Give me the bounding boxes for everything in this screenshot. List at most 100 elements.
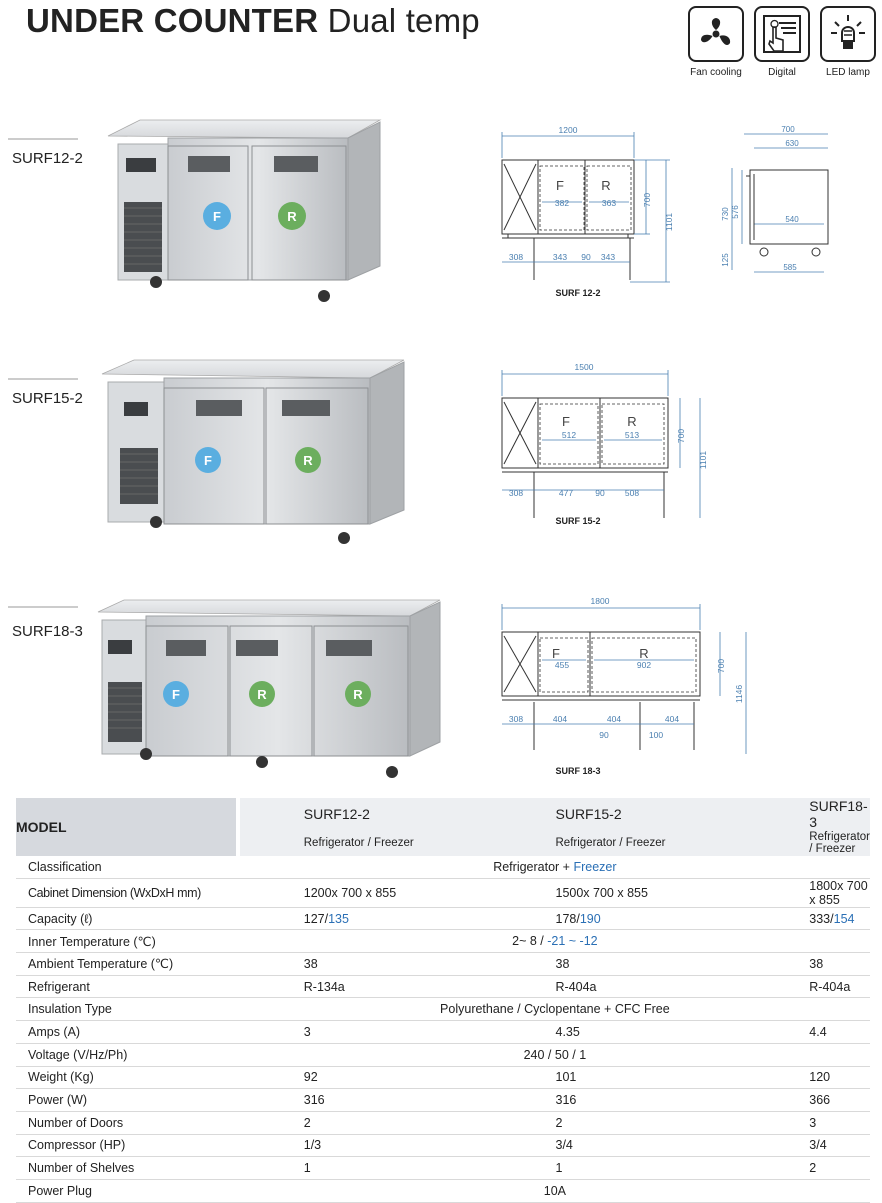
model-header: MODEL [16, 798, 237, 856]
value-part: 178/ [555, 911, 580, 926]
row-label: Amps (A) [16, 1020, 237, 1044]
spacer [236, 907, 240, 931]
cell: R-404a [739, 975, 870, 999]
cell: 2 [239, 1111, 488, 1135]
zone-f: F [552, 646, 560, 661]
model-label-surf12-2: SURF12-2 [12, 150, 83, 167]
spacer [236, 798, 240, 856]
table-header-row: Refrigerator / Freezer Refrigerator / Fr… [16, 830, 870, 856]
feature-led-lamp: LED lamp [820, 6, 876, 78]
technical-drawing-surf18-3: 1800 455 902 308 404 404 404 90 100 700 … [501, 596, 747, 776]
cell: 92 [239, 1066, 488, 1090]
door-badge-f: F [213, 209, 221, 224]
dim-r-inner: 513 [625, 430, 639, 440]
row-label: Inner Temperature (℃) [16, 929, 237, 954]
dim-left: 308 [509, 252, 523, 262]
voltage-value: 240 / 50 / 1 [239, 1043, 870, 1067]
dim-left: 308 [509, 714, 523, 724]
door-badge-f: F [204, 453, 212, 468]
cell: 3/4 [739, 1134, 870, 1158]
dim-width: 1200 [559, 125, 578, 135]
cell: 1/3 [239, 1134, 488, 1158]
door-badge-r: R [303, 453, 313, 468]
table-row: Voltage (V/Hz/Ph) 240 / 50 / 1 [16, 1043, 870, 1067]
row-label: Capacity (ℓ) [16, 907, 237, 931]
cell: 1200x 700 x 855 [239, 878, 488, 908]
cell: 4.35 [487, 1020, 740, 1044]
dim-gap: 90 [581, 252, 591, 262]
spacer [236, 975, 240, 999]
dim-depth: 700 [781, 125, 795, 134]
led-lamp-icon [820, 6, 876, 62]
cell: 1800x 700 x 855 [739, 878, 870, 908]
table-row: Cabinet Dimension (WxDxH mm) 1200x 700 x… [16, 878, 870, 908]
value-part: 333/ [809, 911, 834, 926]
table-row: Amps (A) 3 4.35 4.4 [16, 1020, 870, 1044]
column-model-2: SURF15-2 [487, 798, 740, 830]
value-part-blue: -21 ~ -12 [547, 934, 598, 949]
column-type-1: Refrigerator / Freezer [239, 830, 488, 856]
row-label: Power Plug [16, 1179, 237, 1203]
drawing-caption: SURF 12-2 [555, 288, 600, 298]
divider [8, 378, 78, 380]
dim-r-inner: 363 [602, 198, 616, 208]
dim-gap: 90 [595, 488, 605, 498]
spacer [236, 1066, 240, 1090]
cell: 366 [739, 1088, 870, 1112]
title-bold: UNDER COUNTER [26, 2, 319, 39]
feature-fan-cooling: Fan cooling [688, 6, 744, 78]
table-row: Number of Shelves 1 1 2 [16, 1156, 870, 1180]
feature-label: Digital [768, 67, 796, 78]
dim-s2: 404 [607, 714, 621, 724]
dim-gap1: 90 [599, 730, 609, 740]
spacer [236, 878, 240, 908]
dim-s2: 508 [625, 488, 639, 498]
row-label: Number of Doors [16, 1111, 237, 1135]
dim-s3: 404 [665, 714, 679, 724]
inner-temp-value: 2~ 8 / -21 ~ -12 [239, 929, 870, 954]
zone-r: R [627, 414, 636, 429]
feature-label: LED lamp [826, 67, 870, 78]
spacer [236, 1111, 240, 1135]
cell: 3/4 [487, 1134, 740, 1158]
dim-width: 1500 [575, 362, 594, 372]
door-badge-r: R [353, 687, 363, 702]
value-part: 127/ [303, 911, 329, 926]
row-label: Cabinet Dimension (WxDxH mm) [16, 878, 237, 908]
value-part-blue: 154 [833, 911, 855, 926]
spacer [236, 1156, 240, 1180]
table-row: Power Plug 10A [16, 1179, 870, 1203]
spacer [236, 1043, 240, 1067]
dim-total-height: 1146 [734, 685, 744, 704]
divider [8, 138, 78, 140]
dim-f-inner: 455 [555, 660, 569, 670]
zone-f: F [556, 178, 564, 193]
dim-r-inner: 902 [637, 660, 651, 670]
cell: 333/154 [739, 907, 870, 931]
row-label: Voltage (V/Hz/Ph) [16, 1043, 237, 1067]
cell: 38 [239, 952, 488, 976]
dim-s1: 477 [559, 488, 573, 498]
row-label: Compressor (HP) [16, 1134, 237, 1158]
table-row: Refrigerant R-134a R-404a R-404a [16, 975, 870, 999]
table-row: Classification Refrigerator + Freezer [16, 856, 870, 879]
fan-icon [688, 6, 744, 62]
dim-h2: 576 [731, 205, 740, 219]
table-row: Ambient Temperature (℃) 38 38 38 [16, 952, 870, 976]
spacer [236, 1020, 240, 1044]
cell: R-134a [239, 975, 488, 999]
table-row: Compressor (HP) 1/3 3/4 3/4 [16, 1134, 870, 1158]
dim-f-inner: 382 [555, 198, 569, 208]
dim-left: 308 [509, 488, 523, 498]
zone-f: F [562, 414, 570, 429]
table-row: Number of Doors 2 2 3 [16, 1111, 870, 1135]
technical-drawing-surf12-2-side: 700 630 540 585 730 576 125 [721, 125, 829, 273]
row-label: Refrigerant [16, 975, 237, 999]
model-label-surf15-2: SURF15-2 [12, 390, 83, 407]
row-label: Weight (Kg) [16, 1066, 237, 1090]
product-image-surf15-2: F R [101, 359, 405, 544]
cell: 1 [487, 1156, 740, 1180]
row-label: Number of Shelves [16, 1156, 237, 1180]
dim-shelf: 540 [785, 215, 799, 224]
spec-table: MODEL SURF12-2 SURF15-2 SURF18-3 Refrige… [16, 798, 870, 1203]
